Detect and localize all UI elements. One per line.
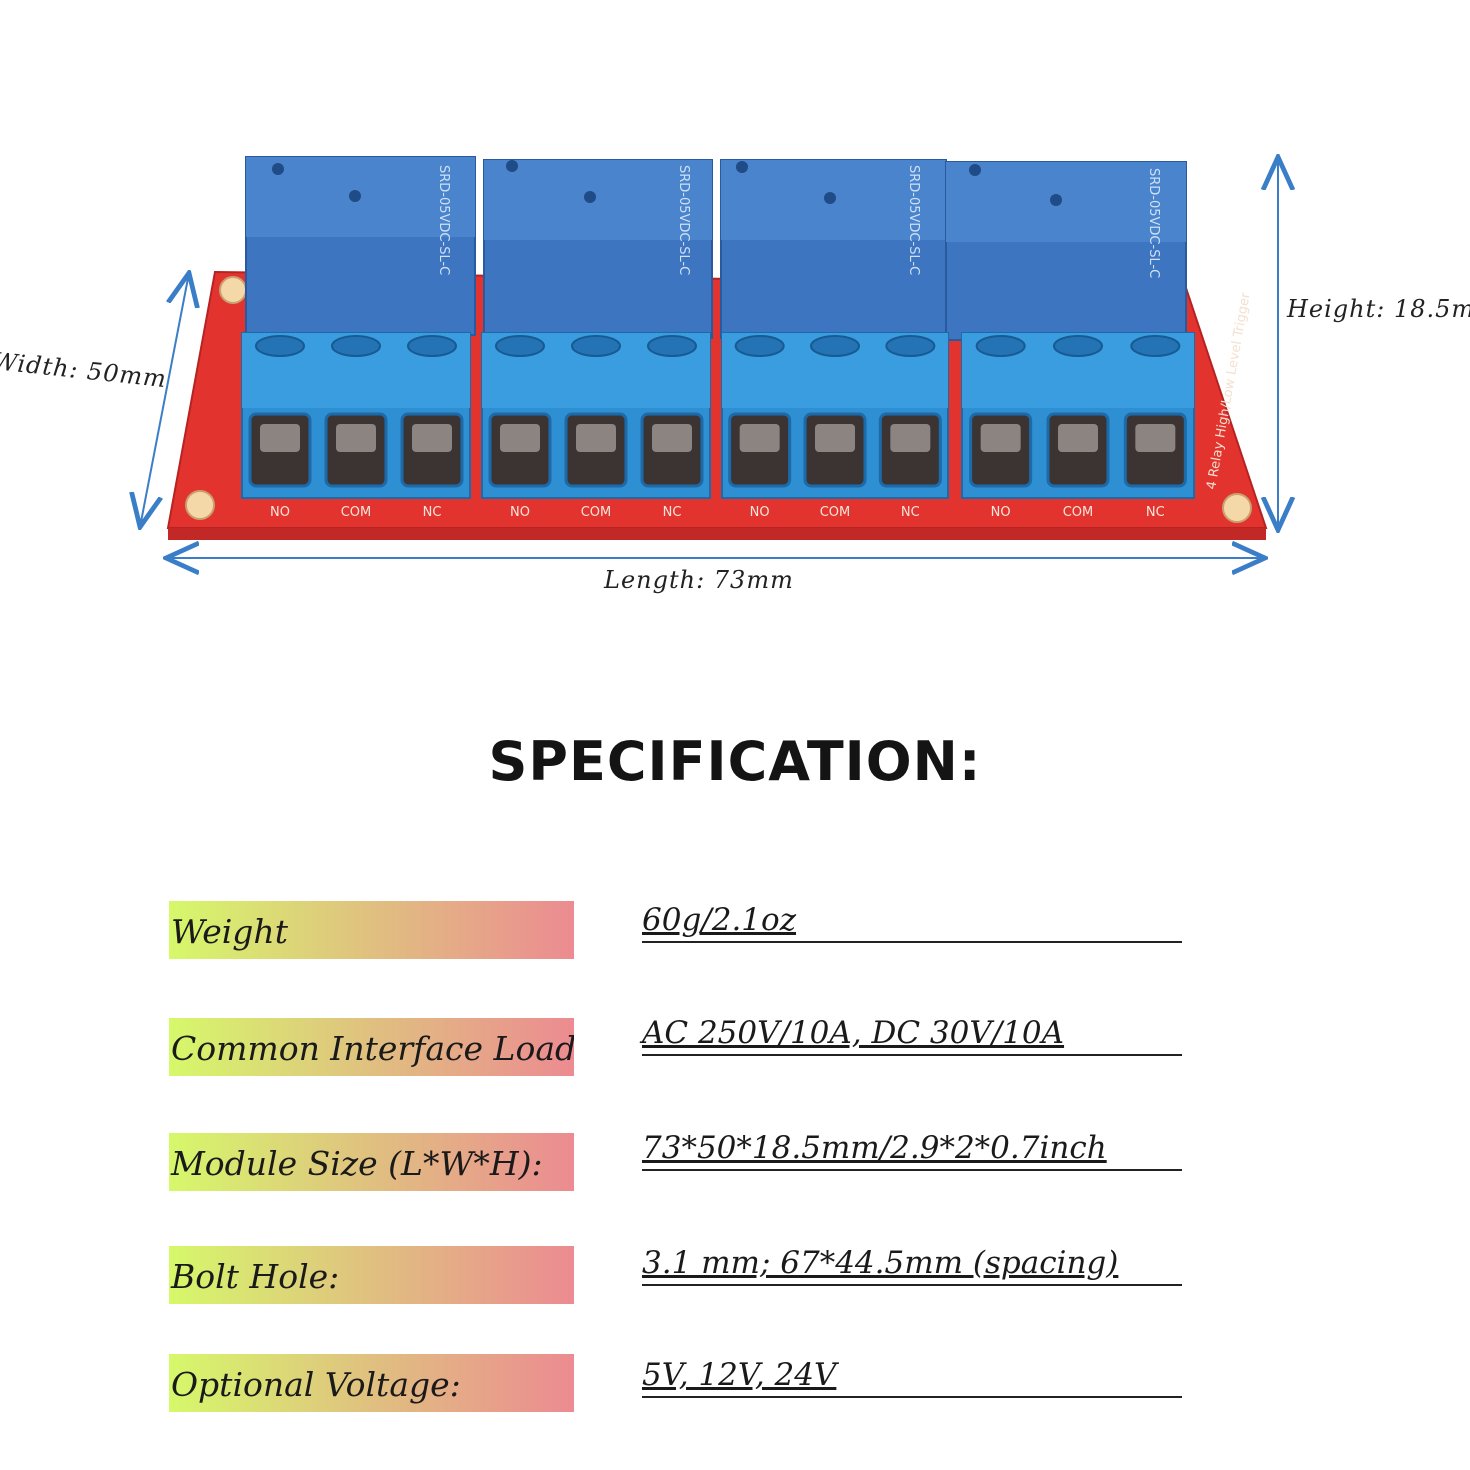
spec-row: Bolt Hole: 3.1 mm; 67*44.5mm (spacing) — [0, 1245, 1470, 1304]
mount-hole — [1222, 493, 1252, 523]
clamp-highlight — [500, 424, 540, 452]
terminal-label: NO — [510, 505, 530, 520]
clamp-highlight — [260, 424, 300, 452]
spec-row: Module Size (L*W*H): 73*50*18.5mm/2.9*2*… — [0, 1130, 1470, 1191]
screw-head — [885, 335, 936, 357]
terminal-block — [961, 332, 1195, 499]
mount-hole — [185, 490, 215, 520]
screw-head — [571, 335, 621, 357]
spec-value-text: 73*50*18.5mm/2.9*2*0.7inch — [642, 1130, 1107, 1166]
spec-row: Weight 60g/2.1oz — [0, 901, 1470, 959]
terminal-blocks — [241, 332, 1195, 499]
clamp-highlight — [1135, 424, 1176, 452]
screw-head — [1130, 335, 1181, 357]
spec-row: Optional Voltage: 5V, 12V, 24V — [0, 1354, 1470, 1412]
product-illustration: 4 Relay High/Low Level Trigger SRD-05VDC… — [0, 0, 1470, 620]
relay-marking: SRD-05VDC-SL-C — [676, 165, 691, 275]
screw-head — [255, 335, 305, 357]
mount-hole — [219, 276, 247, 304]
spec-value: 3.1 mm; 67*44.5mm (spacing) — [642, 1236, 1182, 1286]
clamp-highlight — [890, 424, 931, 452]
relay-board-image: 4 Relay High/Low Level Trigger SRD-05VDC… — [0, 0, 1470, 620]
width-arrow — [140, 273, 189, 527]
clamp-highlight — [652, 424, 692, 452]
relay-marking: SRD-05VDC-SL-C — [1146, 168, 1161, 278]
relay-marking: SRD-05VDC-SL-C — [906, 165, 921, 275]
height-label: Height: 18.5mm — [1287, 295, 1470, 323]
screw-head — [1053, 335, 1103, 357]
spec-value: 60g/2.1oz — [642, 893, 1182, 943]
spec-value-text: 3.1 mm; 67*44.5mm (spacing) — [642, 1245, 1119, 1281]
clamp-highlight — [336, 424, 376, 452]
terminal-label: COM — [341, 505, 372, 520]
relay-marking: SRD-05VDC-SL-C — [436, 165, 451, 275]
clamp-highlight — [576, 424, 616, 452]
screw-head — [647, 335, 697, 357]
screw-head — [407, 335, 457, 357]
terminal-block — [481, 332, 711, 499]
spec-row: Common Interface Load AC 250V/10A, DC 30… — [0, 1015, 1470, 1076]
terminal-label: NC — [901, 505, 920, 520]
relay-1: SRD-05VDC-SL-C — [245, 156, 476, 336]
clamp-highlight — [739, 424, 780, 452]
terminal-label: NO — [750, 505, 770, 520]
screw-head — [331, 335, 381, 357]
screw-head — [495, 335, 545, 357]
spec-label: Optional Voltage: — [169, 1354, 574, 1412]
terminal-block — [721, 332, 949, 499]
clamp-highlight — [412, 424, 452, 452]
spec-label: Weight — [169, 901, 574, 959]
clamp-highlight — [815, 424, 855, 452]
spec-value: 5V, 12V, 24V — [642, 1348, 1182, 1398]
spec-label: Bolt Hole: — [169, 1246, 574, 1304]
screw-head — [810, 335, 860, 357]
clamp-highlight — [1058, 424, 1098, 452]
screw-head — [975, 335, 1026, 357]
relay-2: SRD-05VDC-SL-C — [483, 159, 713, 339]
terminal-label: NC — [423, 505, 442, 520]
spec-value-text: 5V, 12V, 24V — [642, 1357, 837, 1393]
terminal-labels: NO COM NC NO COM NC NO COM NC NO COM NC — [270, 505, 1165, 520]
terminal-block — [241, 332, 471, 499]
terminal-label: COM — [820, 505, 851, 520]
terminal-label: COM — [581, 505, 612, 520]
length-label: Length: 73mm — [604, 566, 794, 594]
relay-4: SRD-05VDC-SL-C — [945, 161, 1187, 341]
clamp-highlight — [980, 424, 1021, 452]
screw-head — [734, 335, 785, 357]
relays: SRD-05VDC-SL-C SRD-05VDC-SL-C SRD-05VDC-… — [245, 156, 1187, 341]
spec-label: Common Interface Load — [169, 1018, 574, 1076]
specification-title: SPECIFICATION: — [488, 730, 982, 793]
spec-value-text: AC 250V/10A, DC 30V/10A — [642, 1015, 1065, 1051]
terminal-label: NO — [991, 505, 1011, 520]
terminal-label: NC — [1146, 505, 1165, 520]
spec-value-text: 60g/2.1oz — [642, 902, 797, 938]
terminal-label: NO — [270, 505, 290, 520]
terminal-label: NC — [663, 505, 682, 520]
spec-value: 73*50*18.5mm/2.9*2*0.7inch — [642, 1121, 1182, 1171]
spec-label: Module Size (L*W*H): — [169, 1133, 574, 1191]
terminal-label: COM — [1063, 505, 1094, 520]
spec-value: AC 250V/10A, DC 30V/10A — [642, 1006, 1182, 1056]
relay-3: SRD-05VDC-SL-C — [720, 159, 947, 339]
